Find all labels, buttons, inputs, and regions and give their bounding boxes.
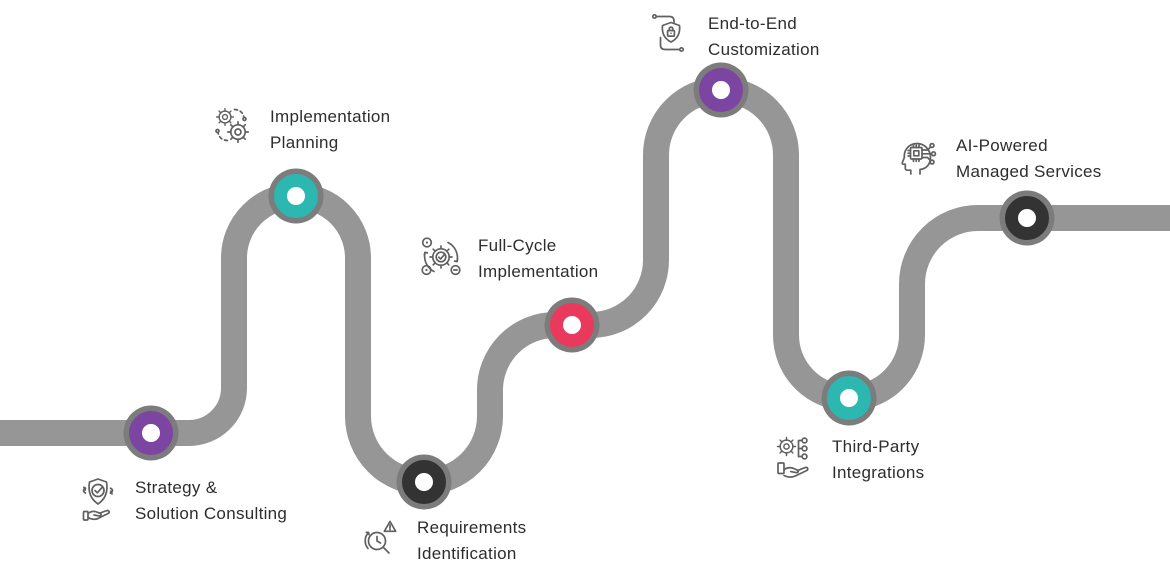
milestone-title-line2: Planning	[270, 133, 339, 152]
ai-head-chip-icon	[901, 142, 937, 175]
milestone-title-line2: Customization	[708, 40, 820, 59]
milestone-title-line1: End-to-End	[708, 14, 797, 33]
milestone-label-third-party-integrations: Third-Party Integrations	[771, 433, 924, 486]
milestone-title-line1: AI-Powered	[956, 136, 1048, 155]
milestone-label-implementation-planning: Implementation Planning	[209, 103, 390, 156]
dot-ring	[827, 376, 871, 420]
dot-ring	[699, 68, 743, 112]
dot-ring	[129, 411, 173, 455]
hand-gear-network-icon	[776, 436, 809, 478]
dot-ring	[274, 174, 318, 218]
milestone-dot-3	[396, 454, 452, 510]
milestone-title-line2: Implementation	[478, 262, 599, 281]
dot-ring	[550, 303, 594, 347]
milestone-label-ai-managed-services: AI-Powered Managed Services	[895, 132, 1102, 185]
milestone-title-line1: Requirements	[417, 518, 527, 537]
milestone-title-line2: Integrations	[832, 463, 925, 482]
shield-lock-circuit-icon	[651, 13, 685, 53]
milestone-label-requirements-identification: Requirements Identification	[356, 514, 526, 567]
milestone-title-line2: Identification	[417, 544, 517, 563]
milestone-title-line1: Third-Party	[832, 437, 920, 456]
milestone-dot-6	[821, 370, 877, 426]
milestone-title-line2: Managed Services	[956, 162, 1102, 181]
consulting-hand-shield-icon	[82, 478, 114, 521]
milestone-dot-7	[999, 190, 1055, 246]
milestone-label-full-cycle-implementation: Full-Cycle Implementation	[417, 232, 598, 285]
milestone-title-line1: Strategy &	[135, 478, 218, 497]
milestone-label-end-to-end-customization: End-to-End Customization	[647, 10, 820, 63]
dot-ring	[402, 460, 446, 504]
milestone-dot-1	[123, 405, 179, 461]
milestone-title-line2: Solution Consulting	[135, 504, 288, 523]
magnifier-alert-icon	[364, 520, 397, 554]
gear-cycle-check-icon	[421, 237, 461, 276]
milestone-dot-4	[544, 297, 600, 353]
milestone-title-line1: Full-Cycle	[478, 236, 557, 255]
milestone-dot-5	[693, 62, 749, 118]
milestone-dot-2	[268, 168, 324, 224]
planning-gears-icon	[215, 107, 250, 144]
dot-ring	[1005, 196, 1049, 240]
milestone-label-strategy-consulting: Strategy & Solution Consulting	[74, 474, 287, 527]
milestone-title-line1: Implementation	[270, 107, 391, 126]
